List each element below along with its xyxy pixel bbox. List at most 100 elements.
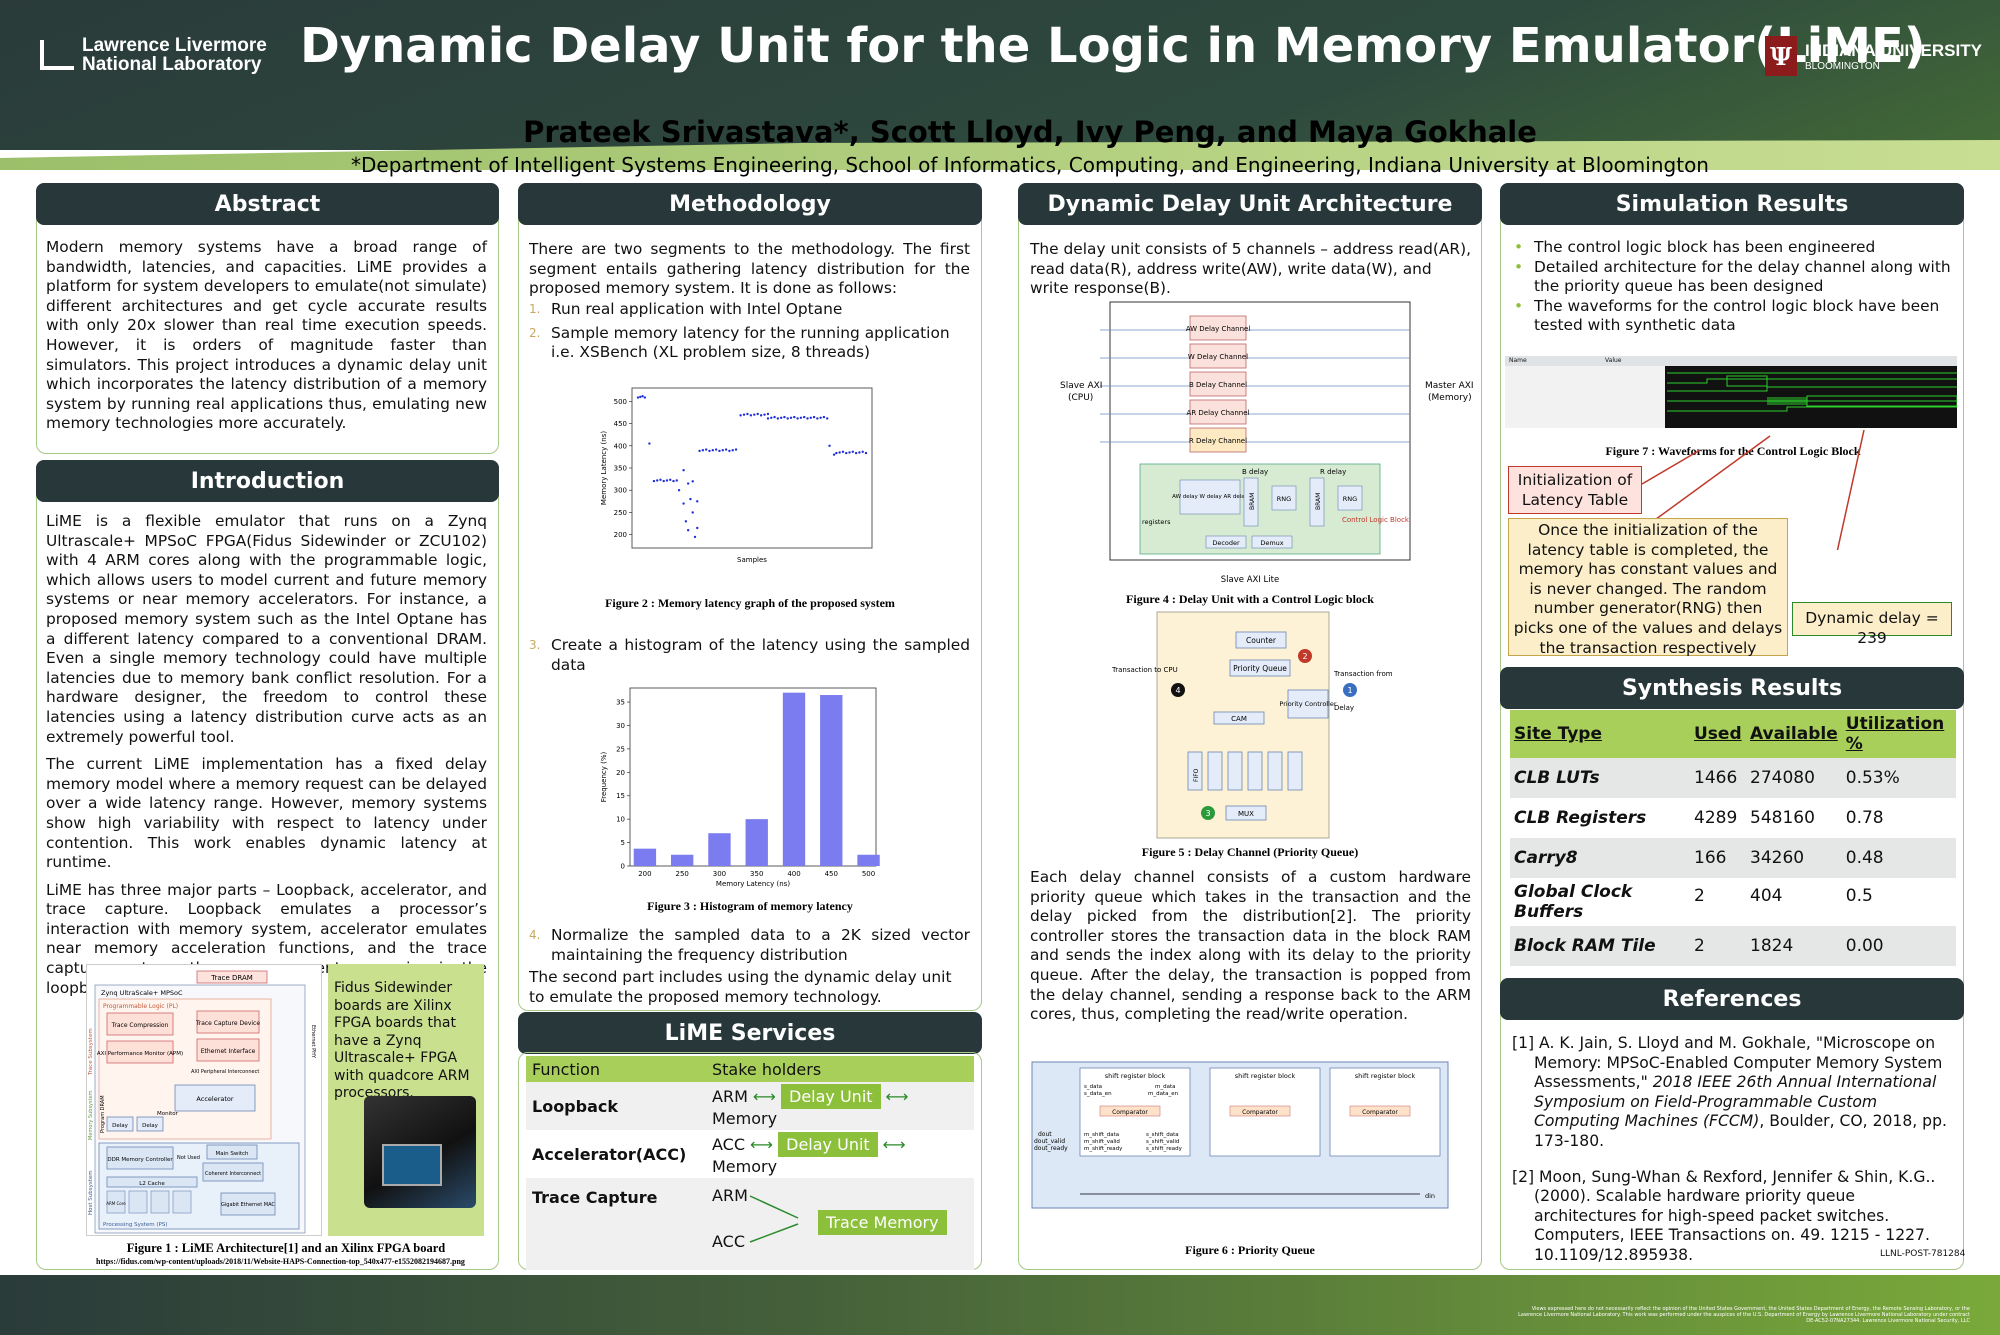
- data-point: [639, 395, 642, 399]
- fig6-din: din: [1425, 1192, 1435, 1200]
- data-point: [691, 480, 694, 483]
- llnl-line2: National Laboratory: [82, 54, 262, 75]
- table-row: Global Clock Buffers 2 404 0.5: [1510, 878, 1956, 926]
- figure-5-delay-channel: Counter Priority Queue Priority Controll…: [1111, 610, 1423, 840]
- data-point: [641, 395, 644, 398]
- data-point: [675, 479, 678, 482]
- methodology-heading: Methodology: [518, 183, 982, 225]
- data-point: [789, 416, 793, 419]
- data-point: [786, 417, 789, 420]
- fig6-comparator: Comparator: [1112, 1109, 1148, 1116]
- x-tick-label: 450: [825, 870, 838, 878]
- step-1: 1.Run real application with Intel Optane: [529, 300, 843, 318]
- fig4-slave-axi: Slave AXI: [1060, 381, 1102, 391]
- y-tick-label: 250: [614, 509, 627, 517]
- fig1-arm: ARM Core: [106, 1201, 126, 1206]
- fig4-rng-2: RNG: [1343, 495, 1357, 503]
- dynamic-delay-box: Dynamic delay = 239: [1792, 602, 1952, 647]
- data-point: [773, 415, 776, 419]
- llnl-post-number: LLNL-POST-781284: [1880, 1249, 1966, 1259]
- y-tick-label: 35: [616, 699, 625, 707]
- y-tick-label: 0: [621, 863, 625, 871]
- fig6-comparator: Comparator: [1242, 1109, 1278, 1116]
- data-point: [841, 450, 845, 453]
- reference-1: [1] A. K. Jain, S. Lloyd and M. Gokhale,…: [1512, 1034, 1947, 1150]
- wave-name-col: Name: [1509, 357, 1527, 364]
- data-point: [742, 413, 746, 416]
- data-point: [793, 415, 796, 419]
- iu-line2: BLOOMINGTON: [1805, 60, 1880, 72]
- fig1-trace-sub: Trace Subsystem: [88, 1028, 94, 1076]
- fig4-memory: (Memory): [1428, 393, 1472, 403]
- architecture-body: Each delay channel consists of a custom …: [1030, 868, 1471, 1024]
- svc-right: Memory: [712, 1157, 778, 1176]
- svc-left: ACC: [712, 1135, 746, 1154]
- fig4-r: R Delay Channel: [1189, 437, 1247, 445]
- data-point: [701, 449, 705, 452]
- fig6-srb: shift register block: [1105, 1072, 1166, 1080]
- arrow-icon: ⟷: [885, 1087, 909, 1106]
- methodology-step-4: 4.Normalize the sampled data to a 2K siz…: [529, 926, 970, 965]
- arrow-icon: ⟷: [882, 1135, 906, 1154]
- fidus-note: Fidus Sidewinder boards are Xilinx FPGA …: [334, 980, 470, 1101]
- data-point: [662, 479, 665, 483]
- srb-3: shift register block Comparator: [1329, 1067, 1441, 1157]
- synthesis-table: Site Type Used Available Utilization % C…: [1510, 710, 1956, 966]
- table-row: Carry8 166 34260 0.48: [1510, 838, 1956, 878]
- synth-col-available: Available: [1746, 710, 1842, 758]
- data-point: [696, 500, 699, 503]
- data-point: [756, 412, 759, 416]
- fig5-n1: 1: [1347, 686, 1352, 695]
- wave-value-col: Value: [1605, 357, 1622, 364]
- fig5-pc: Priority Controller: [1279, 700, 1337, 708]
- sim-bullet: The waveforms for the control logic bloc…: [1510, 297, 1956, 336]
- synthesis-header-row: Site Type Used Available Utilization %: [1510, 710, 1956, 758]
- fig6-s-data: s_data: [1084, 1084, 1102, 1090]
- data-point: [711, 449, 715, 452]
- arrow-icon: ⟷: [752, 1087, 776, 1106]
- fig1-delay1: Delay: [112, 1123, 129, 1129]
- fig1-main-sw: Main Switch: [215, 1151, 249, 1157]
- iu-logo: Ψ INDIANA UNIVERSITY BLOOMINGTON: [1765, 36, 1982, 76]
- fig6-m-data: m_data: [1155, 1084, 1176, 1090]
- svc-chip: Delay Unit: [778, 1132, 878, 1157]
- histogram-bar: [633, 848, 657, 866]
- data-point: [845, 451, 848, 455]
- table-row: CLB LUTs 1466 274080 0.53%: [1510, 758, 1956, 798]
- data-point: [724, 448, 728, 451]
- poster-title: Dynamic Delay Unit for the Logic in Memo…: [300, 18, 1926, 74]
- fig5-pq: Priority Queue: [1233, 664, 1287, 673]
- data-point: [718, 449, 721, 453]
- waveform-traces: [1667, 372, 1957, 412]
- synth-col-site: Site Type: [1510, 710, 1690, 758]
- init-latency-box: Initialization of Latency Table: [1508, 466, 1642, 514]
- svc-function: Trace Capture: [526, 1178, 706, 1270]
- architecture-heading: Dynamic Delay Unit Architecture: [1018, 183, 1482, 225]
- fig1-l2: L2 Cache: [139, 1181, 165, 1187]
- fig1-axi-ic: AXI Peripheral Interconnect: [191, 1069, 259, 1075]
- data-point: [643, 396, 647, 399]
- data-point: [665, 479, 669, 482]
- x-tick-label: 500: [862, 870, 875, 878]
- fig4-ar: AR Delay Channel: [1187, 409, 1250, 417]
- data-point: [854, 451, 858, 455]
- fig1-monitor: Monitor: [157, 1111, 179, 1117]
- x-tick-label: 400: [787, 870, 800, 878]
- histogram-bar: [857, 854, 880, 866]
- data-point: [812, 415, 816, 419]
- data-point: [816, 417, 819, 420]
- data-point: [652, 479, 656, 483]
- synth-col-used: Used: [1690, 710, 1746, 758]
- fig4-r-delay: R delay: [1320, 468, 1346, 476]
- data-point: [728, 449, 731, 453]
- step-3: 3.Create a histogram of the latency usin…: [529, 636, 970, 674]
- data-point: [753, 413, 756, 416]
- fig1-gige: Gigabit Ethernet MAC: [221, 1202, 275, 1208]
- fig4-master-axi: Master AXI: [1425, 381, 1474, 391]
- footer-disclaimer: Views expressed here do not necessarily …: [1518, 1306, 1970, 1324]
- fig1-apm: AXI Performance Monitor (APM): [97, 1051, 183, 1057]
- data-point: [858, 451, 861, 454]
- fig6-m-shift-ready: m_shift_ready: [1084, 1146, 1123, 1152]
